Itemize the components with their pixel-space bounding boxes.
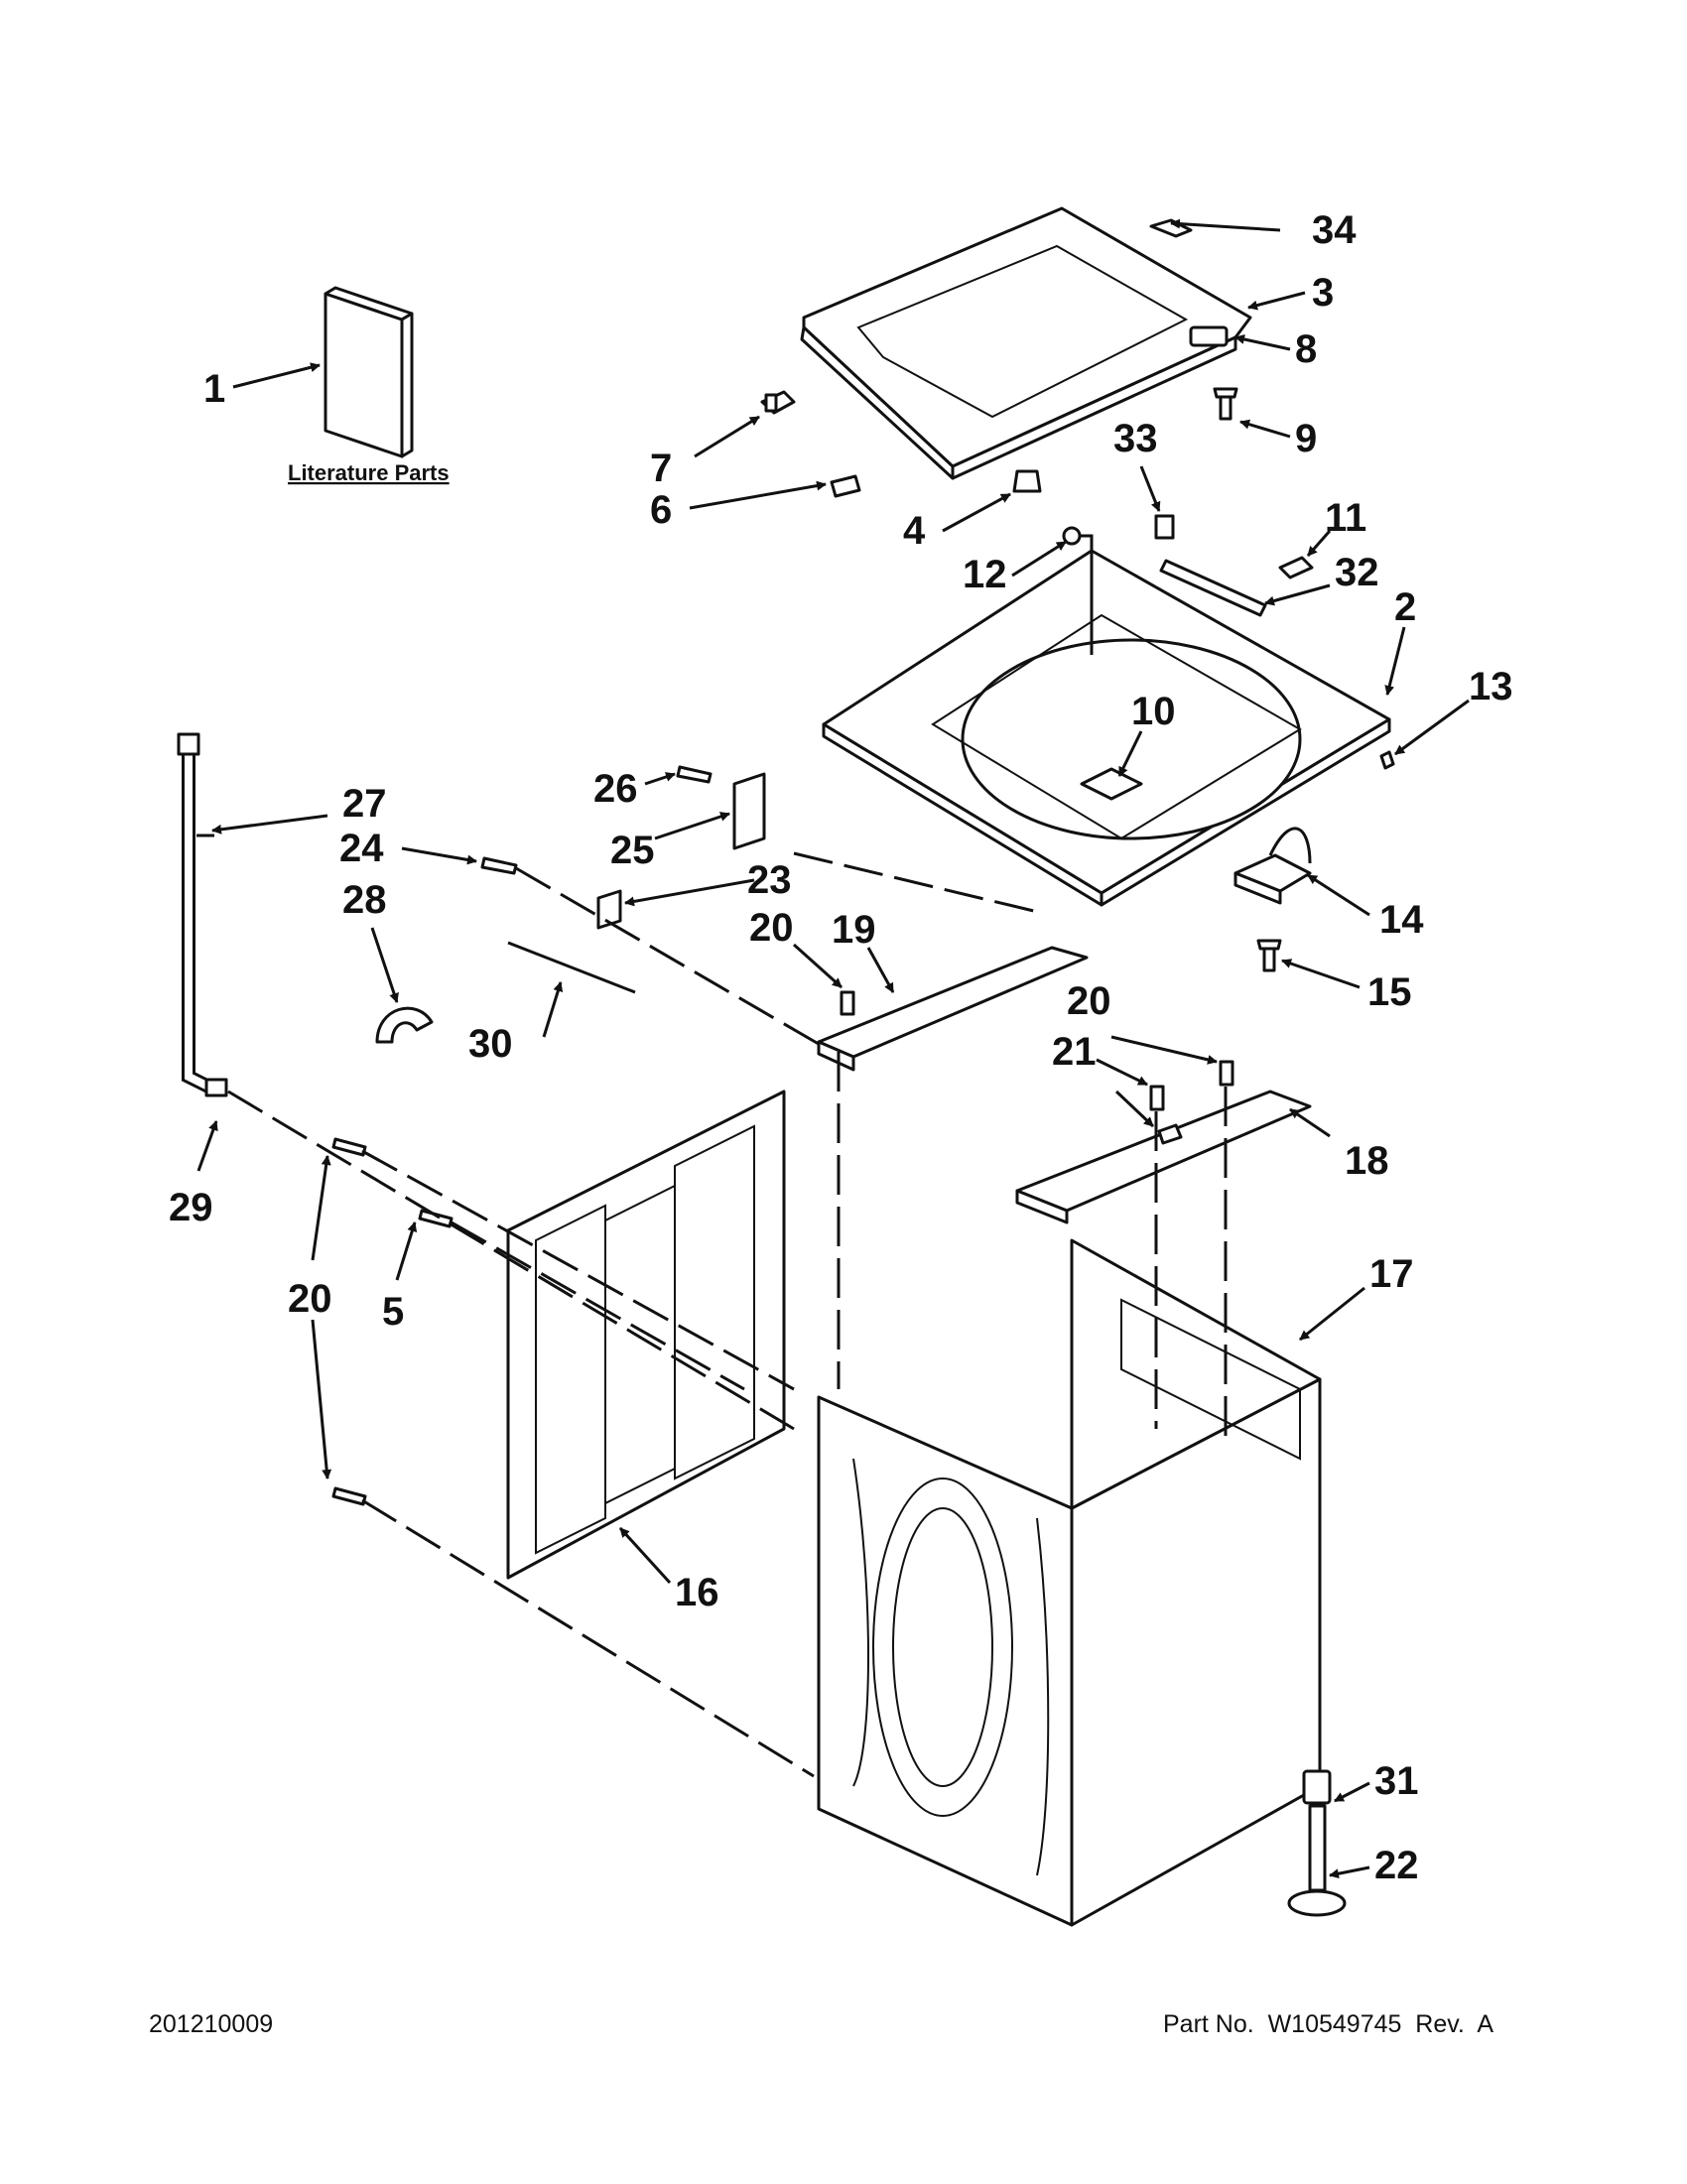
callout-10: 10: [1131, 690, 1176, 733]
pin-13: [1379, 750, 1395, 770]
cabinet-17: [817, 1238, 1322, 1927]
callout-4: 4: [903, 509, 926, 553]
lid-lock-14: [1233, 827, 1312, 905]
callout-14: 14: [1379, 898, 1424, 942]
bracket-21: [1157, 1123, 1183, 1145]
screw-20-rear-a: [331, 1137, 367, 1157]
brace-19: [817, 946, 1089, 1072]
screw-15: [1256, 939, 1282, 972]
callout-2: 2: [1394, 585, 1416, 629]
lid-clip-6: [830, 474, 861, 498]
screw-20-brace: [840, 990, 855, 1016]
bracket-23: [596, 889, 622, 930]
callout-20c: 20: [288, 1277, 332, 1321]
callout-20b: 20: [1067, 979, 1111, 1023]
callout-30: 30: [468, 1022, 513, 1066]
callout-21: 21: [1052, 1030, 1097, 1074]
callout-1: 1: [203, 367, 225, 411]
assembly-lines: [227, 851, 1228, 1778]
callout-3: 3: [1312, 271, 1334, 315]
callout-27: 27: [342, 782, 387, 826]
callout-16: 16: [675, 1571, 719, 1614]
lid-bumper-4: [1012, 469, 1042, 493]
hose-clamp-29: [204, 1078, 228, 1097]
leveling-foot-22: [1287, 1804, 1347, 1917]
shield-25: [732, 772, 766, 850]
callout-8: 8: [1295, 327, 1317, 371]
callout-9: 9: [1295, 417, 1317, 460]
callout-26: 26: [593, 767, 638, 811]
leader-arrows: [196, 218, 1470, 1879]
literature-parts-label: Literature Parts: [288, 460, 450, 485]
callout-13: 13: [1469, 665, 1513, 708]
top-panel: [822, 549, 1391, 907]
screw-20-front-a: [1149, 1085, 1165, 1111]
screw-26: [676, 765, 713, 784]
callout-5: 5: [382, 1290, 404, 1334]
screw-20-rear-b: [331, 1486, 367, 1506]
callout-12: 12: [963, 553, 1007, 596]
hose-elbow-28: [375, 1006, 434, 1044]
callout-29: 29: [169, 1186, 213, 1229]
lid-switch-8: [1189, 325, 1229, 347]
spring-32: [1159, 559, 1267, 617]
brace-18: [1015, 1090, 1312, 1224]
callout-17: 17: [1369, 1252, 1414, 1296]
callout-32: 32: [1335, 551, 1379, 594]
callout-7: 7: [650, 447, 672, 490]
diagram-code: 201210009: [149, 2010, 273, 2038]
callout-24: 24: [339, 827, 384, 870]
bleach-hose-12: [1062, 526, 1094, 655]
callout-18: 18: [1345, 1139, 1389, 1183]
literature-booklet: [324, 286, 414, 458]
callout-33: 33: [1113, 417, 1158, 460]
callout-19: 19: [832, 908, 876, 952]
callout-25: 25: [610, 829, 655, 872]
lid-hinge-screw-7: [760, 390, 796, 415]
screw-20-front-b: [1219, 1060, 1234, 1087]
clip-11: [1278, 556, 1314, 579]
callout-20a: 20: [749, 906, 794, 950]
callout-34: 34: [1312, 208, 1357, 252]
drain-hose-27: [177, 732, 212, 1093]
callout-15: 15: [1367, 970, 1412, 1014]
screw-24: [480, 856, 518, 875]
callout-labels: 1 34 3 8 9 7 6 4 33 11 12 32 2 13 10 14 …: [169, 208, 1513, 1887]
callout-6: 6: [650, 488, 672, 532]
callout-23: 23: [747, 858, 792, 902]
callout-11: 11: [1325, 496, 1366, 540]
callout-31: 31: [1374, 1759, 1419, 1803]
part-number: Part No. W10549745 Rev. A: [1163, 2010, 1493, 2038]
screw-5: [418, 1209, 454, 1228]
callout-28: 28: [342, 878, 387, 922]
foot-sleeve-31: [1302, 1769, 1332, 1805]
clip-33: [1154, 514, 1175, 540]
strap-30: [507, 941, 636, 994]
screw-9: [1213, 387, 1238, 421]
lid: [800, 206, 1252, 480]
callout-22: 22: [1374, 1844, 1419, 1887]
